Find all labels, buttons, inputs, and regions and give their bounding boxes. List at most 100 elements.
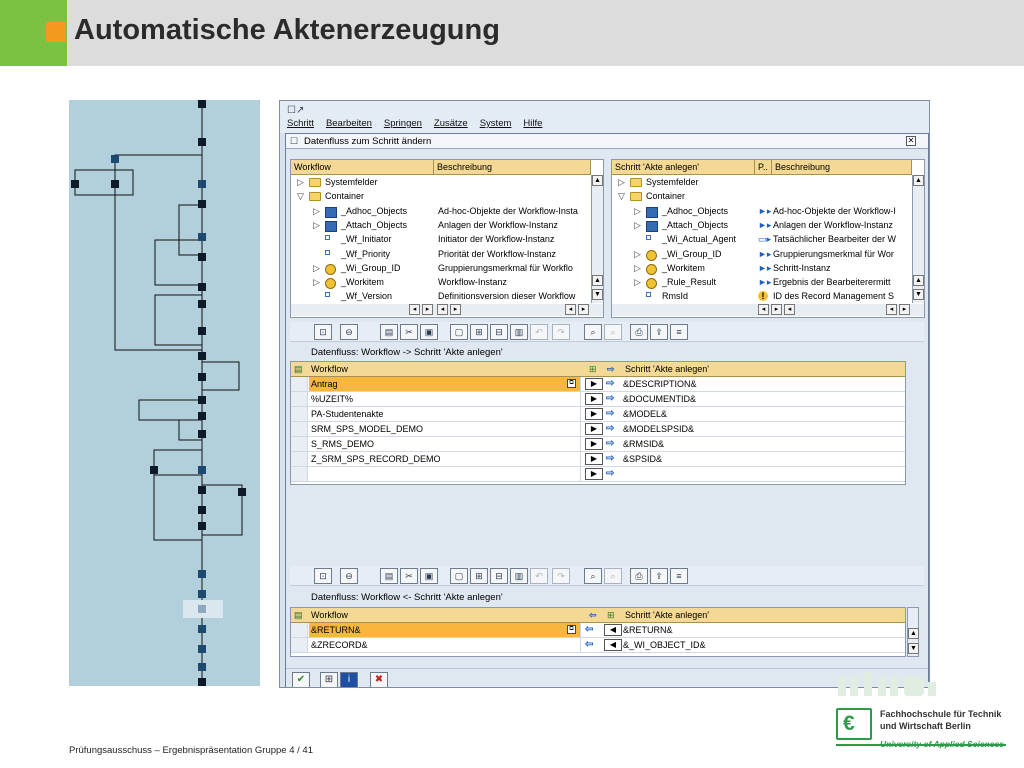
expand-icon[interactable]: ▷ (313, 277, 320, 288)
flow1-col-workflow[interactable]: Workflow (311, 364, 348, 374)
new-row-icon[interactable]: ▢ (450, 568, 468, 584)
expression-picker-button[interactable]: ◀ (604, 639, 622, 651)
expression-picker-button[interactable]: ▶ (585, 438, 603, 450)
col-schritt[interactable]: Schritt 'Akte anlegen' (612, 160, 755, 174)
cut-icon[interactable]: ✂ (400, 324, 418, 340)
scroll-right-icon[interactable]: ▸ (771, 304, 782, 315)
table-row[interactable]: Z_SRM_SPS_RECORD_DEMO▶⇨&SPSID& (291, 452, 905, 467)
details-icon[interactable]: ≡ (670, 568, 688, 584)
row-selector[interactable] (291, 452, 308, 466)
confirm-icon[interactable]: ✔ (292, 672, 310, 687)
scroll-left-icon[interactable]: ◂ (758, 304, 769, 315)
col-beschreibung[interactable]: Beschreibung (434, 160, 591, 174)
select-all-icon[interactable]: ⊡ (314, 324, 332, 340)
expand-icon[interactable]: ▽ (297, 191, 304, 202)
scroll-up-icon[interactable]: ▲ (592, 275, 603, 286)
scroll-up-icon[interactable]: ▲ (913, 175, 924, 186)
workflow-binding-cell[interactable]: PA-Studentenakte (309, 407, 581, 421)
tree-row[interactable]: ▷Systemfelder (612, 176, 924, 190)
table-row[interactable]: SRM_SPS_MODEL_DEMO▶⇨&MODELSPSID& (291, 422, 905, 437)
scroll-right-icon[interactable]: ▸ (450, 304, 461, 315)
cancel-icon[interactable]: ✖ (370, 672, 388, 687)
table-row[interactable]: &ZRECORD&⇦◀&_WI_OBJECT_ID& (291, 638, 905, 653)
scroll-left-icon[interactable]: ◂ (886, 304, 897, 315)
scroll-left-icon[interactable]: ◂ (784, 304, 795, 315)
row-selector[interactable] (291, 467, 308, 481)
app-menu-icon[interactable]: ☐↗ (287, 105, 305, 116)
expand-icon[interactable]: ▷ (634, 205, 641, 216)
scroll-right-icon[interactable]: ▸ (899, 304, 910, 315)
expression-picker-button[interactable]: ▶ (585, 393, 603, 405)
row-selector[interactable] (291, 377, 308, 391)
scroll-left-icon[interactable]: ◂ (437, 304, 448, 315)
expand-icon[interactable]: ▷ (313, 219, 320, 230)
flow1-col-schritt[interactable]: Schritt 'Akte anlegen' (625, 364, 709, 374)
left-horizontal-scrollbar[interactable]: ◂ ▸ ◂ ▸ ◂ ▸ (291, 304, 603, 316)
table-settings-icon[interactable]: ▤ (294, 610, 303, 620)
tree-row[interactable]: ▷_Workitem►▸Schritt-Instanz (612, 262, 924, 276)
insert-row-icon[interactable]: ⊞ (470, 568, 488, 584)
workflow-binding-cell[interactable]: S_RMS_DEMO (309, 437, 581, 451)
tree-row[interactable]: ▷_Wi_Group_ID►▸Gruppierungsmerkmal für W… (612, 248, 924, 262)
info-icon[interactable]: i (340, 672, 358, 687)
scroll-left-icon[interactable]: ◂ (409, 304, 420, 315)
menu-zusaetze[interactable]: Zusätze (433, 118, 468, 129)
delete-row-icon[interactable]: ⊟ (490, 568, 508, 584)
scroll-down-icon[interactable]: ▼ (913, 289, 924, 300)
table-row[interactable]: S_RMS_DEMO▶⇨&RMSID& (291, 437, 905, 452)
workflow-binding-cell[interactable]: &ZRECORD& (309, 638, 581, 652)
expression-picker-button[interactable]: ◀ (604, 624, 622, 636)
table-row[interactable]: Antrag⧉▶⇨&DESCRIPTION& (291, 377, 905, 392)
table-settings-icon[interactable]: ▤ (294, 364, 303, 374)
tree-row[interactable]: ▷_Attach_Objects►▸Anlagen der Workflow-I… (612, 219, 924, 233)
workflow-binding-cell[interactable]: SRM_SPS_MODEL_DEMO (309, 422, 581, 436)
paste-icon[interactable]: ▤ (380, 568, 398, 584)
details-icon[interactable]: ≡ (670, 324, 688, 340)
export-icon[interactable]: ⇪ (650, 568, 668, 584)
binding-icon[interactable]: ⊞ (607, 610, 615, 620)
expand-icon[interactable]: ▷ (618, 177, 625, 187)
value-help-icon[interactable]: ⧉ (567, 625, 576, 634)
tree-row[interactable]: ▷_Adhoc_Objects►▸Ad-hoc-Objekte der Work… (612, 205, 924, 219)
workflow-binding-cell[interactable] (309, 467, 581, 481)
tree-row[interactable]: ▷Systemfelder (291, 176, 603, 190)
menu-bearbeiten[interactable]: Bearbeiten (325, 118, 372, 129)
flow2-vertical-scrollbar[interactable]: ▲ ▼ (907, 607, 919, 657)
print-icon[interactable]: ⎙ (630, 568, 648, 584)
workflow-binding-cell[interactable]: &RETURN&⧉ (309, 623, 581, 637)
col-p[interactable]: P.. (755, 160, 772, 174)
expand-icon[interactable]: ▷ (313, 205, 320, 216)
row-selector[interactable] (291, 422, 308, 436)
delete-row-icon[interactable]: ⊟ (490, 324, 508, 340)
tree-row[interactable]: ▷_Rule_Result►▸Ergebnis der Bearbeiterer… (612, 276, 924, 290)
table-row[interactable]: %UZEIT%▶⇨&DOCUMENTID& (291, 392, 905, 407)
delete-icon[interactable]: ⊖ (340, 568, 358, 584)
paste-icon[interactable]: ▤ (380, 324, 398, 340)
expand-icon[interactable]: ▷ (313, 262, 320, 273)
copy-icon[interactable]: ▣ (420, 568, 438, 584)
workflow-binding-cell[interactable]: Antrag⧉ (309, 377, 581, 391)
row-selector[interactable] (291, 392, 308, 406)
print-icon[interactable]: ⎙ (630, 324, 648, 340)
tree-row[interactable]: _Wi_Actual_Agent▭▸Tatsächlicher Bearbeit… (612, 233, 924, 247)
close-icon[interactable]: ✕ (906, 136, 916, 146)
expand-icon[interactable]: ▷ (297, 177, 304, 187)
menu-schritt[interactable]: Schritt (287, 118, 314, 129)
menu-system[interactable]: System (479, 118, 512, 129)
scroll-up-icon[interactable]: ▲ (908, 628, 919, 639)
duplicate-row-icon[interactable]: ▥ (510, 324, 528, 340)
export-icon[interactable]: ⇪ (650, 324, 668, 340)
cut-icon[interactable]: ✂ (400, 568, 418, 584)
duplicate-row-icon[interactable]: ▥ (510, 568, 528, 584)
workflow-binding-cell[interactable]: %UZEIT% (309, 392, 581, 406)
find-icon[interactable]: ⌕ (584, 324, 602, 340)
right-vertical-scrollbar[interactable]: ▲ ▲ ▼ (912, 175, 924, 303)
value-help-icon[interactable]: ⧉ (567, 379, 576, 388)
table-row[interactable]: ▶⇨ (291, 467, 905, 482)
tree-row[interactable]: RmsId!ID des Record Management S (612, 290, 924, 304)
insert-row-icon[interactable]: ⊞ (470, 324, 488, 340)
col-beschreibung[interactable]: Beschreibung (772, 160, 912, 174)
